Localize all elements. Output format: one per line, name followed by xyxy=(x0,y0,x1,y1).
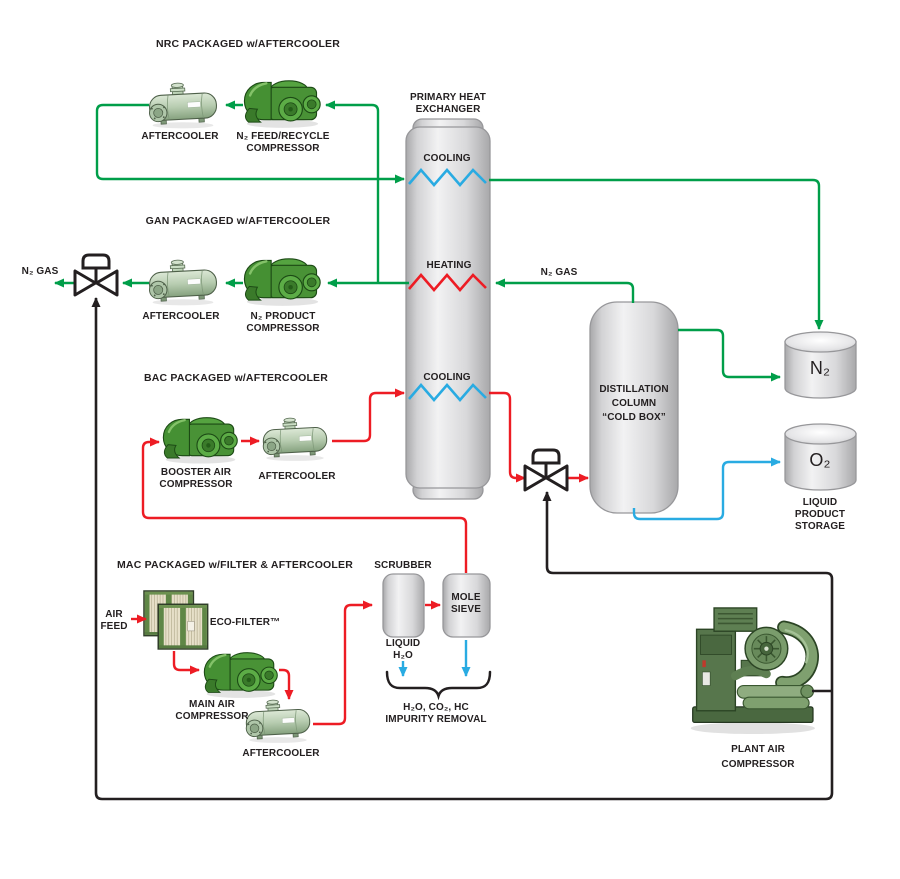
line-coldbox-to-heating xyxy=(495,278,635,303)
mac-compressor-image xyxy=(203,651,279,700)
mole-sieve-vessel xyxy=(442,573,491,638)
impurity-brace xyxy=(385,670,492,701)
n2-storage-tank xyxy=(784,331,857,399)
liquid-h2o-label: LIQUID H₂O xyxy=(385,638,421,661)
line-cooling-out-to-n2-tank xyxy=(489,178,824,330)
scrubber-vessel xyxy=(382,573,425,638)
liquid-product-storage-label: LIQUID PRODUCT STORAGE xyxy=(794,497,846,532)
distillation-column-label: DISTILLATION COLUMN “COLD BOX” xyxy=(599,384,669,423)
plant-air-compressor-image xyxy=(691,608,815,734)
gan-aftercooler-image xyxy=(147,257,218,306)
air-feed-label: AIR FEED xyxy=(100,609,128,632)
mac-section-title: MAC PACKAGED w/FILTER & AFTERCOOLER xyxy=(116,559,354,571)
bac-compressor-image xyxy=(162,416,239,465)
line-filter-to-mac-compressor xyxy=(172,651,200,675)
n2-gas-out-label: N₂ GAS xyxy=(21,266,59,277)
n2-gas-in-label: N₂ GAS xyxy=(540,267,578,278)
bac-aftercooler-label: AFTERCOOLER xyxy=(258,471,336,482)
control-line-plant-air xyxy=(91,297,834,801)
gan-section-title: GAN PACKAGED w/AFTERCOOLER xyxy=(145,215,331,227)
heating-coil xyxy=(408,273,487,292)
bac-aftercooler-image xyxy=(261,415,328,462)
cooling-coil-top xyxy=(408,168,487,187)
nrc-aftercooler-image xyxy=(147,80,218,129)
coldbox-feed-valve xyxy=(523,448,569,492)
line-mac-aftercooler-to-scrubber xyxy=(313,600,373,726)
n2-tank-label: N₂ xyxy=(809,358,831,378)
gan-compressor-image xyxy=(243,257,322,308)
mac-aftercooler-label: AFTERCOOLER xyxy=(242,748,320,759)
line-bac-aftercooler-to-exchanger xyxy=(332,388,405,443)
gan-aftercooler-label: AFTERCOOLER xyxy=(142,311,220,322)
line-coldbox-to-n2-tank xyxy=(678,328,781,382)
mole-sieve-label: MOLE SIEVE xyxy=(451,592,481,615)
line-mole-sieve-to-booster xyxy=(141,437,468,573)
heating-zone-label: HEATING xyxy=(426,260,472,271)
line-mac-compressor-to-aftercooler xyxy=(279,668,294,700)
nrc-compressor-label: N₂ FEED/RECYCLE COMPRESSOR xyxy=(236,131,330,154)
eco-filter-image xyxy=(144,591,208,649)
o2-tank-label: O₂ xyxy=(809,450,831,470)
plant-air-compressor-label: PLANT AIR COMPRESSOR xyxy=(721,744,795,770)
line-recycle-to-nrc-compressor xyxy=(325,100,380,283)
heat-exchanger-title: PRIMARY HEAT EXCHANGER xyxy=(409,92,487,115)
line-nrc-aftercooler-to-exchanger xyxy=(95,103,405,184)
cooling-zone-top-label: COOLING xyxy=(423,153,471,164)
bac-compressor-label: BOOSTER AIR COMPRESSOR xyxy=(159,467,233,490)
nrc-aftercooler-label: AFTERCOOLER xyxy=(141,131,219,142)
mac-compressor-label: MAIN AIR COMPRESSOR xyxy=(175,699,249,722)
mac-aftercooler-image xyxy=(244,697,311,744)
line-coldbox-to-o2-tank xyxy=(632,457,781,521)
cooling-zone-bottom-label: COOLING xyxy=(423,372,471,383)
eco-filter-label: ECO-FILTER™ xyxy=(209,617,281,628)
nrc-section-title: NRC PACKAGED w/AFTERCOOLER xyxy=(155,38,341,50)
n2-gas-valve xyxy=(73,253,119,297)
scrubber-label: SCRUBBER xyxy=(374,560,432,571)
bac-section-title: BAC PACKAGED w/AFTERCOOLER xyxy=(143,372,329,384)
nrc-compressor-image xyxy=(243,79,322,130)
o2-storage-tank xyxy=(784,423,857,491)
line-cooling-out-to-valve xyxy=(489,391,526,483)
impurity-removal-label: H₂O, CO₂, HC IMPURITY REMOVAL xyxy=(385,702,487,725)
gan-compressor-label: N₂ PRODUCT COMPRESSOR xyxy=(246,311,320,334)
